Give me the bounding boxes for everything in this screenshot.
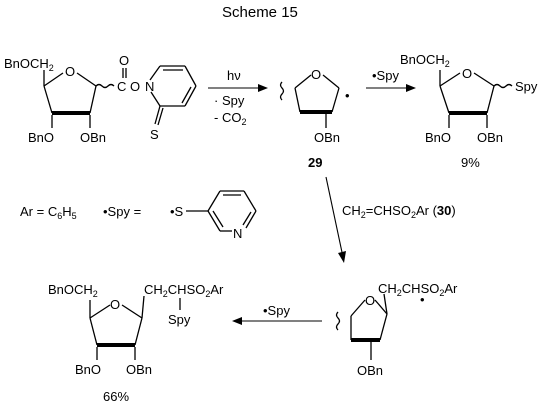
ring-oxygen: O [311,67,321,82]
ring-bond [43,72,64,87]
ring-oxygen: O [462,66,472,81]
ch2chso2ar-label: CH2CHSO2Ar [378,281,458,298]
ring-bond [350,299,366,317]
arrow-head [258,84,268,92]
ring-bond [294,87,301,113]
ch2chso2ar-label: CH2CHSO2Ar [144,282,224,299]
chain-bond [141,295,145,319]
ring-oxygen: O [110,297,120,312]
obn-label: OBn [126,362,152,377]
py-bond [243,190,257,212]
ring-bond [89,304,111,319]
definitions: Ar = C6H5 •Spy = •S N [20,190,257,241]
arrow-line [325,176,344,258]
bnoch2-label: BnOCH2 [400,52,450,69]
obn-label: OBn [357,363,383,378]
thione-s: S [150,127,159,142]
spy-label: Spy [168,312,191,327]
bnoch2-label: BnOCH2 [48,282,98,299]
py-bond [207,210,221,232]
wavy-bond [95,83,115,89]
spy-label: Spy [515,79,538,94]
bno-label: BnO [425,130,451,145]
ring-bond [76,72,97,87]
ring-bond [439,72,461,87]
carbonyl-c: C [117,79,126,94]
py-bond [184,65,197,87]
hv-label: hν [227,68,241,83]
ring-bond [473,72,495,87]
spy-reagent: •Spy [372,68,399,83]
ring-bond [379,313,388,341]
ring-bond [89,85,97,114]
radical-29: O • OBn 29 [279,67,350,170]
ester-o: O [130,79,140,94]
ring-bond [322,74,340,89]
arrow-head [338,251,346,263]
ring-bond [439,85,450,114]
py-bond [184,85,197,107]
scheme-title: Scheme 15 [222,4,298,21]
compound-number-29: 29 [308,155,322,170]
bnoch2-label: BnOCH2 [4,56,54,73]
ring-bond [134,317,143,346]
py-bond [149,65,161,81]
py-bond [207,190,221,212]
py-double-bond [212,210,224,228]
bno-label: BnO [28,130,54,145]
ring-oxygen: O [365,293,375,308]
ring-bond [294,74,312,89]
pyridyl-n: N [145,79,154,94]
py-bond [245,210,257,229]
arrow-step2: •Spy [366,68,416,92]
vinyl-sulfone-reagent: CH2=CHSO2Ar (30) [342,203,456,220]
py-double-bond [242,211,252,226]
ring-bond [486,85,495,114]
ring-bond [121,304,143,319]
minus-co2-label: - CO2 [214,110,246,127]
starting-material: O BnOCH2 BnO OBn C O O N S [4,53,197,145]
py-double-bond [181,86,192,104]
wavy-bond [335,311,341,331]
ar-definition: Ar = C6H5 [20,204,77,221]
carbonyl-o: O [119,53,129,68]
yield-9: 9% [461,155,480,170]
bno-label: BnO [75,362,101,377]
arrow-head [232,317,242,325]
ring-bond [43,85,53,114]
product-spy-9pct: O BnOCH2 Spy BnO OBn 9% [400,52,538,170]
ring-bond [374,299,388,315]
pyridyl-n: N [233,226,242,241]
chain-bond [383,293,388,315]
ring-bond [89,317,98,346]
minus-spy-label: · Spy [214,93,245,108]
product-sulfone-66pct: O BnOCH2 CH2CHSO2Ar Spy BnO OBn 66% [48,282,224,404]
spy-dot-s: •S [170,204,184,219]
ring-bond [331,87,340,113]
cs-bond [154,105,161,125]
radical-dot: • [345,88,350,103]
wavy-bond [279,81,285,101]
spy-definition: •Spy = [103,204,141,219]
radical-dot: • [420,292,425,307]
ring-oxygen: O [65,64,75,79]
obn-label: OBn [80,130,106,145]
obn-label: OBn [477,130,503,145]
arrow-step1: hν · Spy - CO2 [208,68,268,127]
obn-label: OBn [314,130,340,145]
spy-reagent: •Spy [263,303,290,318]
wavy-bond [493,83,513,89]
adduct-radical: O CH2CHSO2Ar • OBn [335,281,458,378]
arrow-step4: •Spy [232,303,322,325]
arrow-step3: CH2=CHSO2Ar (30) [325,176,456,263]
cs-double-bond [157,107,164,126]
py-bond [150,91,161,107]
arrow-head [406,84,416,92]
yield-66: 66% [103,389,129,404]
